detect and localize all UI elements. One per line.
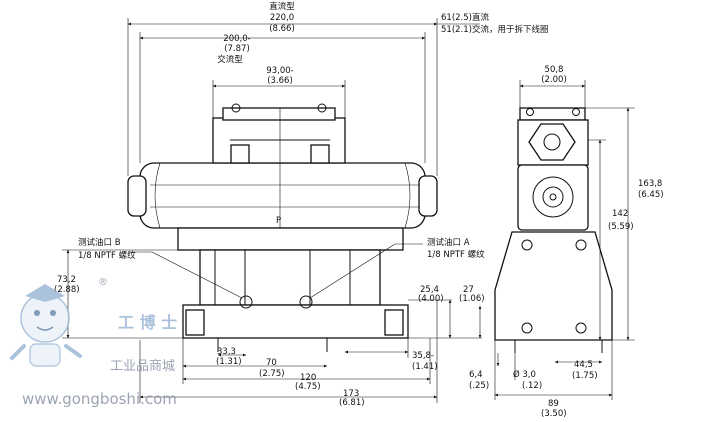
dim-89-label: 89 (548, 399, 559, 409)
ac-dim-in-label: (7.87) (224, 44, 250, 54)
note-line1: 61(2.5)直流 (441, 12, 489, 23)
dim-25-in-label: (4.00) (418, 294, 444, 304)
dim-173-in-label: (6.81) (339, 398, 365, 408)
dim-27-label: 27 (463, 285, 474, 295)
dim-6-in-label: (.25) (469, 381, 489, 391)
side-view (494, 107, 613, 353)
dc-dim-in-label: (8.66) (269, 24, 295, 34)
dim-33-in-label: (1.31) (216, 357, 242, 367)
watermark: 工 博 士 工业品商城 www.gongboshi.com ® (10, 277, 177, 408)
dim-142-label: 142 (612, 209, 628, 219)
dim-89-in-label: (3.50) (541, 409, 567, 419)
dim-44-in-label: (1.75) (572, 371, 598, 381)
test-port-a-icon (299, 295, 313, 309)
dim-163-label: 163,8 (638, 179, 662, 189)
dimension-labels: 直流型 220,0 (8.66) 200,0- (7.87) 交流型 93,00… (54, 1, 664, 419)
valve-letter: P (276, 216, 281, 226)
dc-dim-label: 220,0 (270, 13, 294, 23)
dim-163-in-label: (6.45) (638, 190, 664, 200)
port-b-line2: 1/8 NPTF 螺纹 (78, 250, 136, 261)
mascot-icon (10, 284, 82, 367)
watermark-reg: ® (98, 277, 108, 288)
dim-25-label: 25,4 (420, 285, 439, 295)
dim-73-in-label: (2.88) (54, 285, 80, 295)
dim-33-label: 33,3 (217, 347, 236, 357)
dim-44-label: 44,5 (574, 360, 593, 370)
dim-93-label: 93,00- (266, 66, 293, 76)
dim-70-in-label: (2.75) (259, 369, 285, 379)
bolt-icon (231, 103, 327, 113)
dim-35-label: 35,8- (412, 351, 434, 361)
dim-27-in-label: (1.06) (459, 294, 485, 304)
dim-35-in-label: (1.41) (412, 362, 438, 372)
dim-3-in-label: (.12) (522, 381, 542, 391)
watermark-url: www.gongboshi.com (22, 390, 177, 408)
dim-50-label: 50,8 (545, 65, 564, 75)
dim-120-in-label: (4.75) (295, 382, 321, 392)
dimension-lines (62, 18, 635, 403)
port-a-line2: 1/8 NPTF 螺纹 (427, 249, 485, 260)
port-b-line1: 测试油口 B (78, 237, 121, 248)
front-view: P (127, 103, 438, 352)
dim-73-label: 73,2 (57, 275, 76, 285)
watermark-brand: 工 博 士 (118, 313, 177, 332)
port-a-line1: 测试油口 A (427, 237, 470, 248)
dim-173-label: 173 (343, 389, 359, 399)
note-line2: 51(2.1)交流，用于拆下线圈 (441, 24, 548, 35)
ac-dim-label: 200,0- (223, 34, 250, 44)
dim-70-label: 70 (266, 358, 277, 368)
dim-120-label: 120 (300, 373, 316, 383)
watermark-mall: 工业品商城 (110, 359, 175, 374)
dim-50-in-label: (2.00) (541, 75, 567, 85)
ac-type-label: 交流型 (217, 54, 243, 65)
test-port-b-icon (239, 295, 253, 309)
dim-3-label: Ø 3,0 (513, 369, 536, 380)
dc-type-label: 直流型 (269, 1, 295, 12)
dim-93-in-label: (3.66) (267, 76, 293, 86)
dim-142-in-label: (5.59) (608, 222, 634, 232)
dim-6-label: 6,4 (469, 370, 483, 380)
